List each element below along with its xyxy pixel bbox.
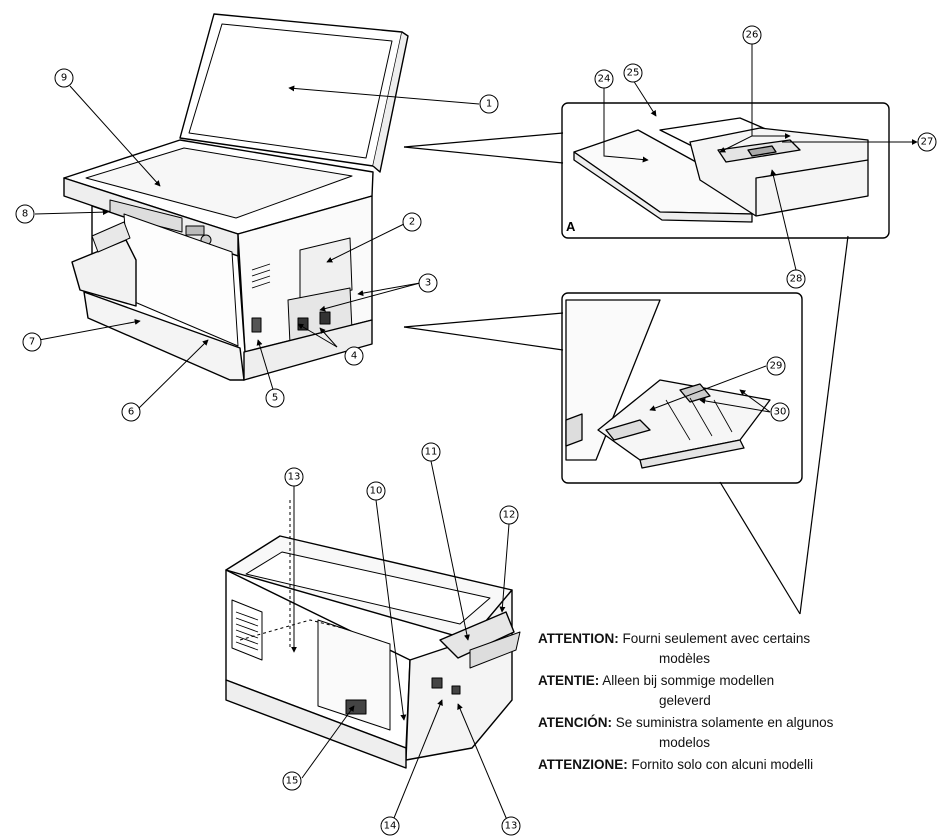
leader-lines: [34, 44, 918, 821]
callout-30: 30: [770, 402, 790, 422]
callout-29: 29: [766, 356, 786, 376]
svg-text:12: 12: [503, 510, 516, 521]
svg-text:6: 6: [128, 407, 134, 418]
svg-text:26: 26: [746, 30, 759, 41]
svg-text:10: 10: [370, 486, 383, 497]
callout-6: 6: [121, 402, 141, 422]
note-text-cont: modèles: [659, 651, 711, 666]
note-label: ATENTIE:: [538, 673, 600, 688]
bypass-tray-detail: [565, 299, 771, 469]
inset-a-label: A: [566, 219, 576, 234]
paper-tray: [83, 291, 245, 381]
svg-text:28: 28: [790, 274, 803, 285]
callout-25: 25: [623, 63, 643, 83]
callout-8: 8: [15, 204, 35, 224]
callout-numbers: 1 2 3 4 5 6 7 8 9 10 11 12 13 13 14 15 2…: [15, 25, 937, 836]
svg-text:29: 29: [770, 361, 783, 372]
note-spanish: ATENCIÓN: Se suministra solamente en alg…: [538, 713, 938, 753]
callout-13-bottom: 13: [501, 816, 521, 836]
callout-12: 12: [499, 505, 519, 525]
copier-front-view: [63, 13, 409, 381]
note-dutch: ATENTIE: Alleen bij sommige modellen gel…: [538, 671, 938, 711]
note-label: ATTENZIONE:: [538, 757, 628, 772]
note-text: Fourni seulement avec certains: [622, 631, 811, 646]
svg-text:3: 3: [425, 278, 431, 289]
callout-5: 5: [265, 388, 285, 408]
svg-text:13: 13: [505, 821, 518, 832]
inset-connector-lines: [403, 132, 849, 615]
note-text-cont: modelos: [659, 735, 711, 750]
note-text: Alleen bij sommige modellen: [602, 673, 775, 688]
note-italian: ATTENZIONE: Fornito solo con alcuni mode…: [538, 755, 938, 775]
callout-14: 14: [380, 816, 400, 836]
callout-27: 27: [917, 132, 937, 152]
callout-2: 2: [402, 212, 422, 232]
callout-10: 10: [366, 481, 386, 501]
callout-11: 11: [421, 442, 441, 462]
callout-9: 9: [54, 68, 74, 88]
callout-26: 26: [742, 25, 762, 45]
callout-3: 3: [418, 273, 438, 293]
svg-text:2: 2: [409, 217, 415, 228]
note-french: ATTENTION: Fourni seulement avec certain…: [538, 629, 938, 669]
note-label: ATTENTION:: [538, 631, 619, 646]
svg-text:25: 25: [627, 68, 640, 79]
note-text: Fornito solo con alcuni modelli: [631, 757, 814, 772]
inset-bypass-box: [561, 292, 803, 484]
svg-text:7: 7: [29, 337, 35, 348]
note-text: Se suministra solamente en algunos: [615, 715, 834, 730]
svg-text:15: 15: [286, 776, 299, 787]
svg-text:8: 8: [22, 209, 28, 220]
note-label: ATENCIÓN:: [538, 715, 612, 730]
callout-28: 28: [786, 269, 806, 289]
svg-text:1: 1: [486, 99, 492, 110]
callout-24: 24: [594, 69, 614, 89]
svg-text:30: 30: [774, 407, 787, 418]
svg-text:5: 5: [272, 393, 278, 404]
callout-4: 4: [344, 346, 364, 366]
inset-a-box: A: [561, 102, 890, 239]
document-feeder: [573, 117, 869, 223]
svg-text:24: 24: [598, 74, 611, 85]
note-text-cont: geleverd: [659, 693, 711, 708]
power-cord-socket: [345, 699, 367, 715]
svg-text:14: 14: [384, 821, 397, 832]
power-switch: [251, 317, 262, 333]
svg-text:13: 13: [288, 472, 301, 483]
svg-text:11: 11: [425, 447, 438, 458]
svg-text:4: 4: [351, 351, 357, 362]
svg-text:9: 9: [61, 73, 67, 84]
exit-tray: [439, 611, 515, 659]
callout-15: 15: [282, 771, 302, 791]
callout-7: 7: [22, 332, 42, 352]
copier-rear-view: [225, 500, 521, 769]
callout-1: 1: [479, 94, 499, 114]
availability-notes: ATTENTION: Fourni seulement avec certain…: [538, 629, 938, 777]
svg-text:27: 27: [921, 137, 934, 148]
callout-13-top: 13: [284, 467, 304, 487]
